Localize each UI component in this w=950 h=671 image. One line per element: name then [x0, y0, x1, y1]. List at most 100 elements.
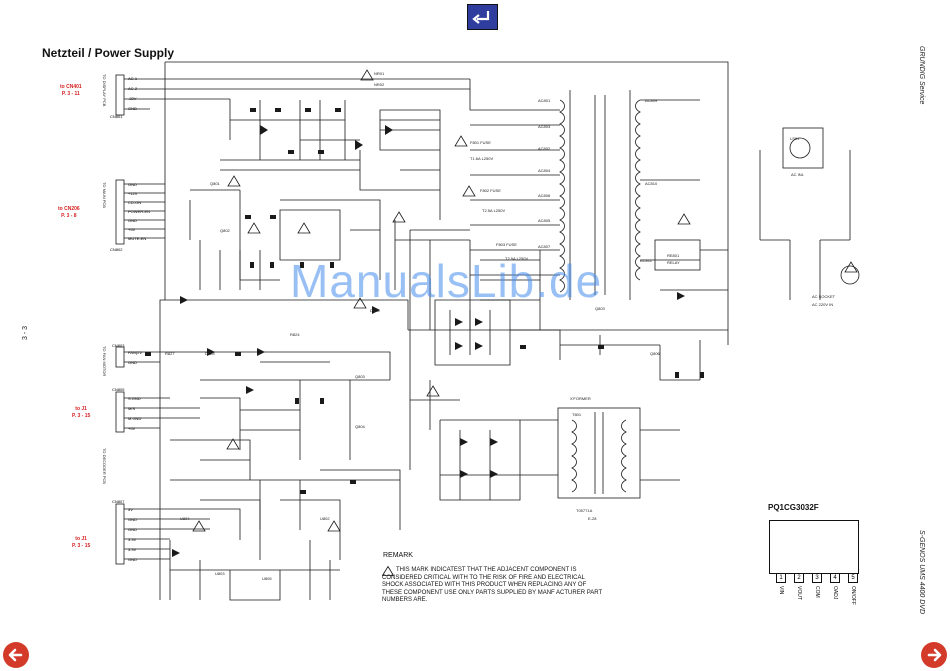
cn802-ref: CN802 [110, 247, 123, 252]
component-label: 1K [522, 621, 526, 625]
ic-pin: 1 [776, 573, 786, 583]
svg-text:NR02: NR02 [374, 82, 385, 87]
watermark: ManualsLib.de [290, 255, 603, 307]
svg-text:RE801: RE801 [667, 253, 680, 258]
component-label: 10K [494, 621, 499, 625]
component-label: 22K [480, 621, 485, 625]
svg-text:R824: R824 [290, 332, 300, 337]
ic-body [769, 520, 859, 574]
svg-text:D828: D828 [205, 351, 215, 356]
component-label: 47K [466, 621, 471, 625]
ic-pin-label: ON/OFF [850, 586, 856, 605]
svg-text:T2.5A L250V: T2.5A L250V [482, 208, 505, 213]
page-number: 3 - 3 [22, 326, 29, 341]
svg-text:RELAY: RELAY [667, 260, 680, 265]
svg-text:T1.6A L250V: T1.6A L250V [470, 156, 493, 161]
ic-pin-label: VIN [778, 586, 784, 595]
component-label: 100K [452, 621, 459, 625]
connector-label-decoder: TO DECODER PCB [102, 448, 107, 484]
back-button[interactable] [467, 4, 498, 30]
connector-label-display: TO DISPLAY PCB [102, 74, 107, 107]
svg-text:AC806: AC806 [538, 193, 551, 198]
svg-text:R827: R827 [165, 351, 175, 356]
next-page-button[interactable] [921, 642, 947, 668]
svg-text:AC 220V IN: AC 220V IN [812, 302, 833, 307]
ic-pin-label: VOUT [796, 586, 802, 600]
component-label: SB06 [536, 618, 543, 622]
ic-diagram-title: PQ1CG3032F [768, 503, 819, 512]
svg-text:Q801: Q801 [210, 181, 221, 186]
svg-text:Q802: Q802 [220, 228, 231, 233]
ic-pin-label: OADJ [832, 586, 838, 600]
cn805-ref: CN805 [112, 387, 125, 392]
svg-text:AC804: AC804 [538, 168, 551, 173]
svg-text:AC SOCKET: AC SOCKET [812, 294, 836, 299]
side-footer: S-GENOS UMS 4400 DVD [918, 530, 925, 615]
svg-text:U805: U805 [262, 576, 272, 581]
connector-label-main: TO MAIN PCB [102, 182, 107, 208]
page-title: Netzteil / Power Supply [42, 46, 175, 60]
ic-pin-label: COM [814, 586, 820, 598]
ic-pin: 3 [812, 573, 822, 583]
remark-title: REMARK [383, 552, 413, 559]
ic-pin: 4 [830, 573, 840, 583]
svg-text:AC805: AC805 [538, 218, 551, 223]
svg-text:U803: U803 [215, 571, 225, 576]
component-label: 100µ/16V [564, 618, 577, 622]
previous-page-button[interactable] [3, 642, 29, 668]
svg-text:AC803: AC803 [538, 124, 551, 129]
svg-text:U804: U804 [180, 516, 190, 521]
ic-pin: 5 [848, 573, 858, 583]
cn807-pins: 5V GND GND 3.3V 3.3V GND [128, 507, 137, 562]
svg-text:AC INL: AC INL [791, 172, 805, 177]
warning-triangle-icon [192, 69, 858, 532]
warning-triangle-icon [382, 566, 394, 576]
cn803-pins: FAN(2V GND [128, 350, 143, 365]
svg-text:F802 FUSE: F802 FUSE [480, 188, 501, 193]
arrow-left-icon [8, 648, 23, 662]
svg-text:AC811: AC811 [640, 258, 653, 263]
svg-text:T801: T801 [572, 412, 582, 417]
svg-text:AC802: AC802 [538, 146, 551, 151]
cn801-pins: AC-1 AC-2 -22V GND [128, 76, 138, 111]
component-label: 27 1/4W [438, 621, 449, 625]
connector-label-fan: TO FAN MOTOR [102, 346, 107, 377]
svg-text:T05771A: T05771A [576, 508, 593, 513]
ic-pin: 2 [794, 573, 804, 583]
cn805-pins: S.GND M/S M.GND +5V [128, 396, 142, 431]
svg-text:LS01: LS01 [790, 136, 800, 141]
svg-text:F803 FUSE: F803 FUSE [496, 242, 517, 247]
reference-to-j1-upper: to J1 P. 3 - 15 [72, 406, 91, 419]
reference-to-j1-lower: to J1 P. 3 - 15 [72, 536, 91, 549]
cn801-ref: CN801 [110, 114, 123, 119]
svg-text:X'FORMER: X'FORMER [570, 396, 591, 401]
cn807-ref: CN807 [112, 499, 125, 504]
svg-text:F801 FUSE: F801 FUSE [470, 140, 491, 145]
component-label: 1000µ/25V [410, 621, 425, 625]
svg-text:AC807: AC807 [538, 244, 551, 249]
svg-text:AC801: AC801 [538, 98, 551, 103]
svg-text:AC809: AC809 [645, 98, 658, 103]
svg-text:AC810: AC810 [645, 181, 658, 186]
svg-text:U802: U802 [320, 516, 330, 521]
svg-text:E-28: E-28 [588, 516, 597, 521]
svg-text:NR01: NR01 [374, 71, 385, 76]
reference-to-cn401: to CN401 P. 3 - 11 [60, 84, 82, 97]
svg-text:T2.5A L250V: T2.5A L250V [505, 256, 528, 261]
side-header: GRUNDIG Service [918, 46, 925, 105]
svg-text:Q803: Q803 [355, 374, 366, 379]
component-label: 4.7 W 1/4 [424, 621, 437, 625]
svg-text:Q804: Q804 [355, 424, 366, 429]
cn802-pins: GND +12V CD-ON POWER-EN GND +5V MUTE-EN [128, 182, 150, 241]
component-label: CM6 200V [550, 618, 564, 622]
cn803-ref: CN803 [112, 343, 125, 348]
remark-text: THIS MARK INDICATEST THAT THE ADJACENT C… [382, 567, 603, 603]
svg-text:D828: D828 [370, 308, 380, 313]
component-label: 3.3K [508, 621, 514, 625]
reference-to-cn206: to CN206 P. 3 - 8 [58, 206, 80, 219]
svg-text:Q803: Q803 [595, 306, 606, 311]
arrow-right-icon [927, 648, 942, 662]
svg-text:Q806: Q806 [650, 351, 661, 356]
return-arrow-icon [472, 11, 490, 24]
